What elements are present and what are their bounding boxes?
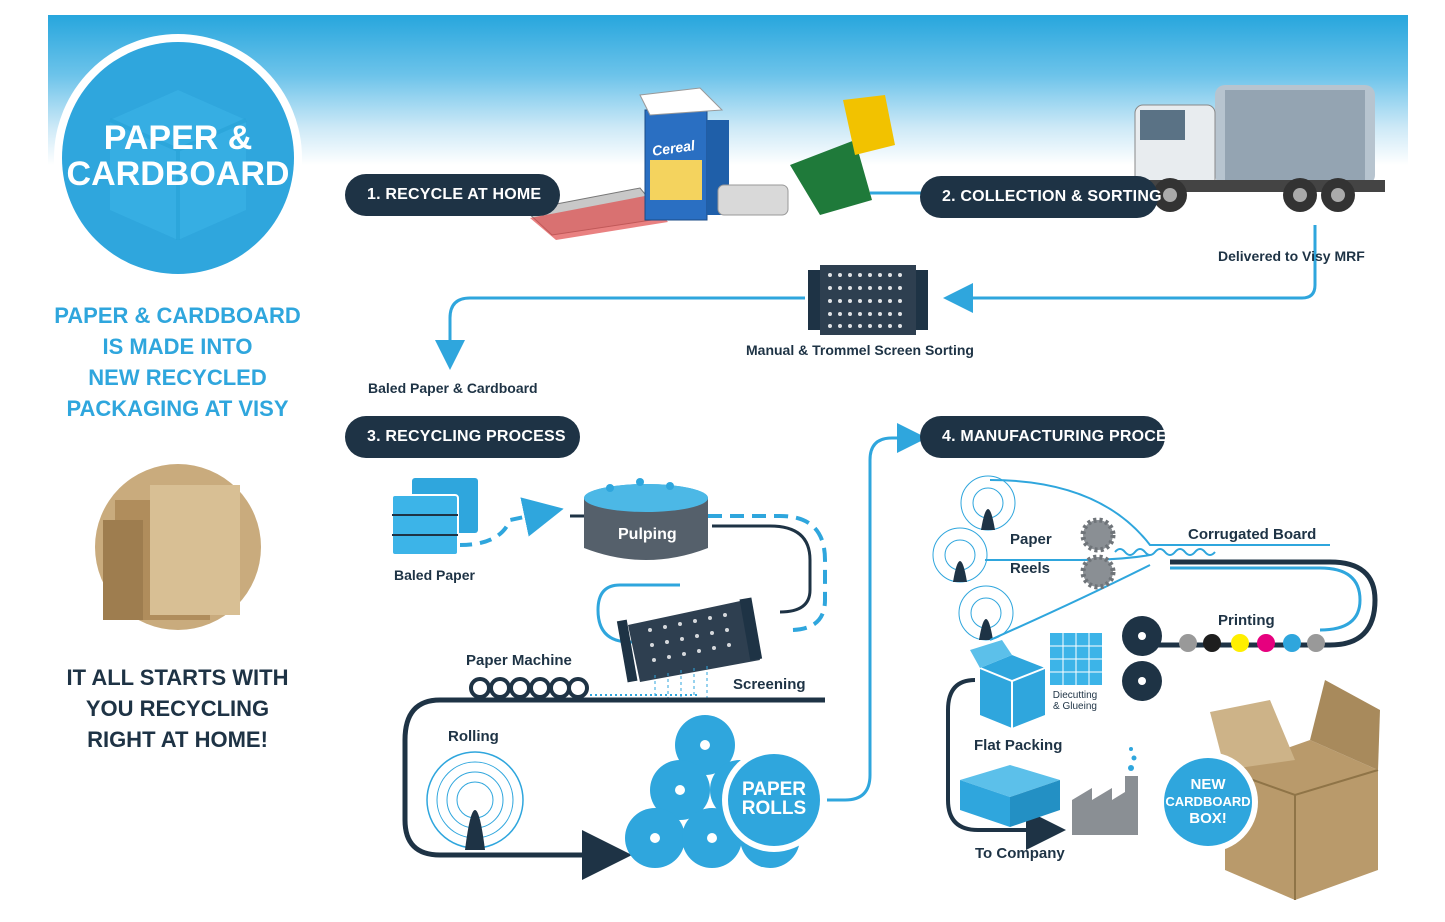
paper-rolls-label-2: ROLLS	[741, 798, 807, 819]
rolls-to-manufacturing-arrow	[827, 423, 927, 802]
garbage-truck	[1134, 85, 1385, 212]
step-2-collection-sorting: 2. COLLECTION & SORTING	[920, 176, 1162, 218]
tagline-line: IS MADE INTO	[102, 334, 253, 359]
paper-rolls-label-1: PAPER	[741, 779, 807, 800]
flat-pack-to-company-arrow	[946, 678, 1066, 850]
trommel-screen	[808, 265, 928, 335]
paper-reels	[932, 475, 1016, 641]
paper-to-rolls-line	[402, 697, 632, 880]
tagline2-line: IT ALL STARTS WITH	[66, 665, 289, 690]
new-box-label-2: CARDBOARD	[1165, 794, 1251, 809]
corrugator-gears	[1080, 517, 1116, 590]
new-cardboard-box	[1158, 680, 1380, 900]
arrow-to-sorting	[943, 225, 1317, 313]
paper-reels-label-1: Paper	[1010, 531, 1052, 548]
corrugated-board-line	[1150, 559, 1378, 648]
paper-rolls-stack	[625, 715, 826, 868]
corrugated-board-label: Corrugated Board	[1188, 526, 1317, 543]
printing-label: Printing	[1218, 612, 1275, 629]
sorting-label: Manual & Trommel Screen Sorting	[746, 342, 974, 358]
tagline-line: PAPER & CARDBOARD	[54, 303, 301, 328]
tagline2-line: YOU RECYCLING	[85, 696, 270, 721]
flat-pack-stack	[960, 765, 1060, 827]
badge-title-line2: CARDBOARD	[66, 155, 290, 193]
diecutting-label-1: Diecutting	[1052, 690, 1098, 701]
baled-to-pulping-arrow	[459, 497, 564, 547]
rolling-spool	[426, 751, 524, 850]
paper-cardboard-badge	[54, 34, 302, 282]
screening-drum	[616, 597, 763, 700]
tagline2-line: RIGHT AT HOME!	[87, 727, 268, 752]
cardboard-photo	[95, 464, 261, 630]
pulping-label: Pulping	[618, 526, 677, 543]
factory-icon	[1072, 747, 1138, 835]
step-3-recycling-process: 3. RECYCLING PROCESS	[345, 416, 580, 458]
pulping-tank	[584, 478, 708, 560]
step-4-manufacturing-process: 4. MANUFACTURING PROCESS	[920, 416, 1188, 458]
baled-paper-cardboard-label: Baled Paper & Cardboard	[368, 380, 538, 396]
rolling-label: Rolling	[448, 728, 499, 745]
to-company-label: To Company	[975, 845, 1065, 862]
tagline-line: PACKAGING AT VISY	[66, 396, 289, 421]
paper-machine-label: Paper Machine	[466, 652, 572, 669]
paper-reels-label-2: Reels	[1010, 560, 1051, 577]
screening-label: Screening	[733, 676, 806, 693]
flat-packing-label: Flat Packing	[974, 737, 1063, 754]
new-box-label-3: BOX!	[1189, 810, 1227, 827]
arrow-to-baled	[435, 296, 805, 370]
pulp-flow-dashed	[708, 514, 827, 632]
paper-machine	[460, 677, 825, 703]
home-recycling-items	[523, 87, 895, 240]
baled-paper-icon	[391, 478, 478, 556]
blue-box-icon	[970, 640, 1046, 728]
step-1-recycle-at-home: 1. RECYCLE AT HOME	[345, 174, 560, 216]
diecutting-label-2: & Glueing	[1053, 701, 1097, 712]
printing-rollers	[1179, 634, 1325, 652]
delivered-label: Delivered to Visy MRF	[1218, 248, 1365, 264]
baled-paper-label: Baled Paper	[394, 567, 475, 583]
diecutting-rollers	[1122, 616, 1162, 701]
tagline-line: NEW RECYCLED	[88, 365, 267, 390]
badge-title-line1: PAPER &	[103, 119, 253, 157]
new-box-label-1: NEW	[1190, 776, 1226, 793]
